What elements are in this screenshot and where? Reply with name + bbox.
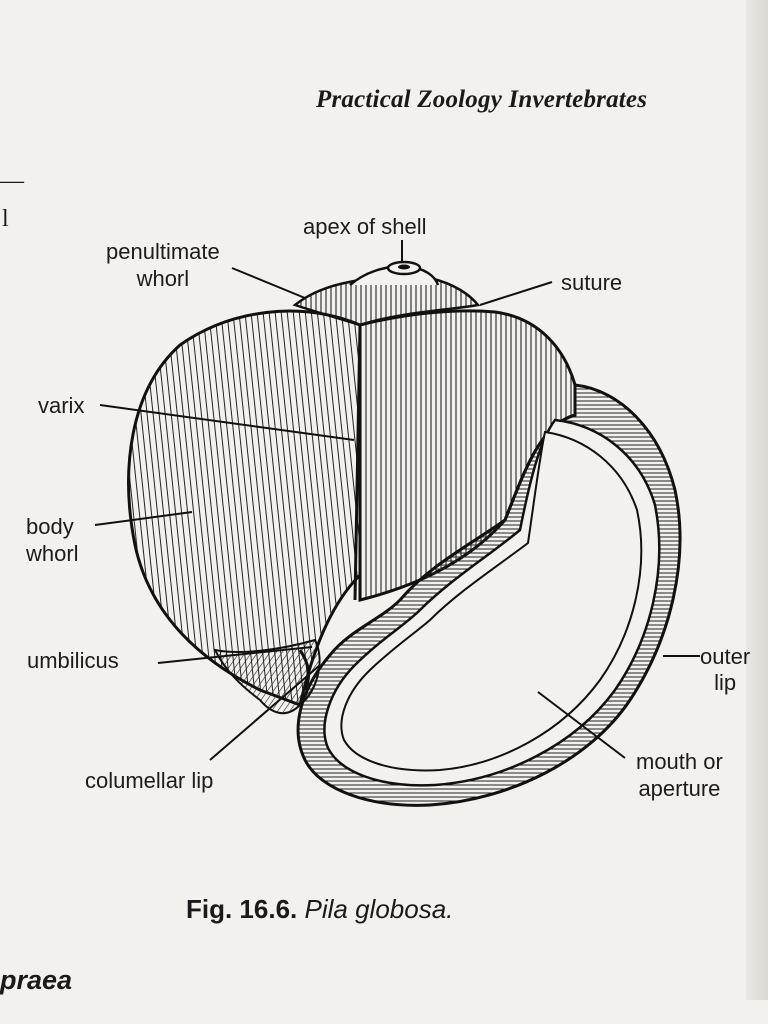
margin-mark-letter: l [2,206,9,232]
figure-species: Pila globosa. [304,894,454,924]
figure-number: Fig. 16.6. [186,894,298,924]
figure-caption: Fig. 16.6. Pila globosa. [186,894,453,925]
label-mouth-aperture: mouth or aperture [636,749,723,801]
leader-columellar [209,664,321,761]
label-penultimate-whorl: penultimate whorl [106,239,220,291]
leader-mouth [537,691,626,759]
leader-penultimate [231,267,306,299]
leader-body-whorl [94,511,193,526]
label-columellar-lip: columellar lip [85,768,214,793]
label-umbilicus: umbilicus [27,648,119,673]
leader-varix [99,404,355,441]
leader-umbilicus [157,646,313,664]
label-apex: apex of shell [303,214,427,239]
margin-mark-dash: — [0,168,24,194]
leader-lines [94,240,700,761]
page-edge-shadow [746,0,768,1000]
page-header: Practical Zoology Invertebrates [316,86,648,113]
spire-shape [292,260,481,327]
umbilicus-shape [213,638,321,715]
label-outer-lip: outer lip [700,644,751,695]
label-varix: varix [38,393,85,418]
label-body-whorl: body whorl [26,514,79,566]
leader-suture [479,281,553,306]
footer-fragment: praea [0,965,73,995]
aperture-lip [296,383,682,807]
label-suture: suture [561,270,623,295]
body-whorl-shape [127,309,362,708]
